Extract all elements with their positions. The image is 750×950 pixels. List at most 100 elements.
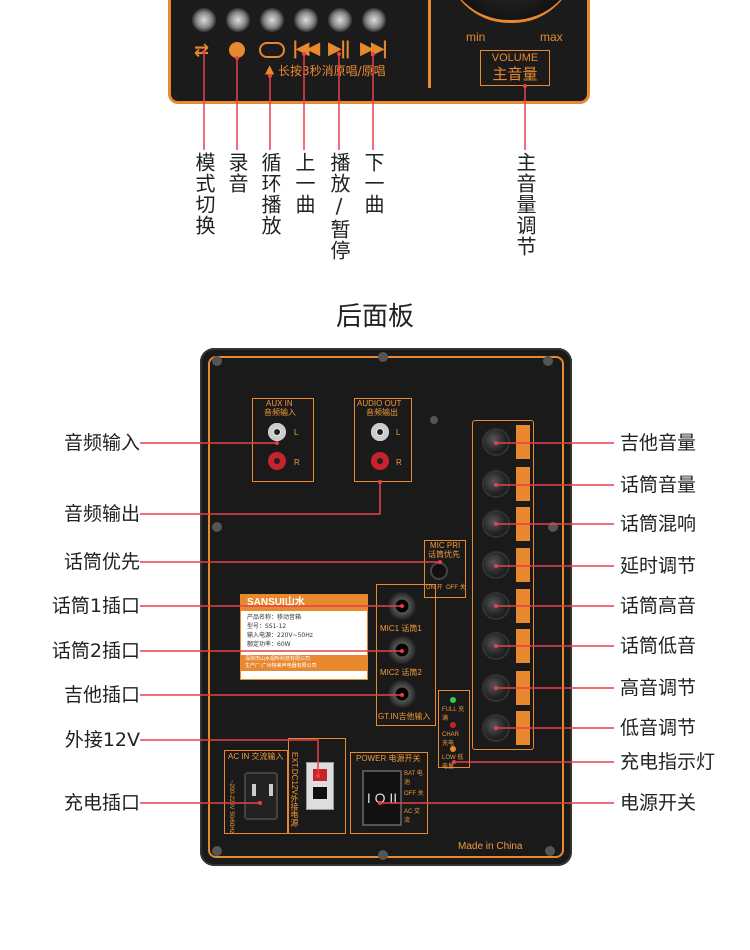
screw bbox=[378, 352, 388, 362]
brand-name: SANSUI山水 bbox=[247, 597, 305, 608]
aux-in-box bbox=[252, 398, 314, 482]
power-label: POWER 电源开关 bbox=[356, 754, 421, 763]
audio-out-r-jack[interactable] bbox=[371, 452, 389, 470]
label-charge-led: 充电指示灯 bbox=[620, 751, 716, 773]
label-delay: 延时调节 bbox=[620, 555, 697, 577]
label-guitar-vol: 吉他音量 bbox=[620, 432, 697, 454]
label-mic2: 话筒2插口 bbox=[51, 640, 140, 662]
volume-max-label: max bbox=[540, 30, 563, 44]
ext-dc-label: EXT.DC12V外接电源 bbox=[290, 752, 299, 827]
label-footer1: 深圳市山水视听科技有限公司 bbox=[245, 656, 311, 662]
gtin-label: GT.IN吉他输入 bbox=[378, 712, 431, 721]
volume-label-box: VOLUME 主音量 bbox=[480, 50, 550, 86]
label-audio-in: 音频输入 bbox=[63, 432, 140, 454]
long-press-note: 长按3秒消原唱/原唱 bbox=[278, 64, 386, 78]
audio-out-l-label: L bbox=[396, 428, 401, 437]
arrow-up-icon: ▲ bbox=[265, 62, 275, 76]
volume-label-en: VOLUME bbox=[491, 52, 539, 64]
power-switch[interactable]: I O II bbox=[362, 770, 402, 826]
screw bbox=[378, 850, 388, 860]
label-bass: 低音调节 bbox=[620, 717, 697, 739]
volume-label-cn: 主音量 bbox=[492, 65, 538, 83]
power-box bbox=[350, 752, 428, 834]
callout-mode: 模式切换 bbox=[192, 152, 216, 236]
made-in-label: Made in China bbox=[458, 841, 523, 852]
play-button[interactable] bbox=[328, 8, 352, 32]
aux-in-label-cn: 音频输入 bbox=[264, 408, 296, 417]
label-mic-treble: 话筒高音 bbox=[620, 595, 697, 617]
ac-socket[interactable] bbox=[244, 772, 278, 820]
screw bbox=[543, 356, 553, 366]
ac-voltage: ~200-220V 50/60Hz bbox=[228, 780, 234, 834]
screw bbox=[212, 522, 222, 532]
full-label: FULL 充满 bbox=[442, 707, 465, 722]
bat-label: BAT 电池 bbox=[404, 771, 423, 786]
mic-volume-tag bbox=[516, 467, 530, 501]
mode-switch-icon: ⇄ bbox=[194, 40, 210, 61]
rear-panel-title: 后面板 bbox=[335, 302, 414, 332]
aux-in-l-jack[interactable] bbox=[268, 423, 286, 441]
callout-record: 录音 bbox=[225, 152, 249, 194]
mic-pri-on: ON 开 bbox=[426, 585, 443, 591]
screw bbox=[430, 416, 438, 424]
mic-pri-off: OFF 关 bbox=[446, 585, 466, 591]
label-mic1: 话筒1插口 bbox=[51, 595, 140, 617]
audio-out-label-en: AUDIO OUT bbox=[357, 399, 402, 408]
callout-volume: 主音量调节 bbox=[513, 152, 537, 257]
mic1-label: MIC1 话筒1 bbox=[380, 624, 422, 633]
label-treble: 高音调节 bbox=[620, 677, 697, 699]
audio-out-r-label: R bbox=[396, 458, 402, 467]
screw bbox=[212, 356, 222, 366]
ext-dc-box bbox=[288, 738, 346, 834]
led-box bbox=[438, 690, 470, 768]
aux-l-label: L bbox=[294, 428, 299, 437]
ac-sw-label: AC 交流 bbox=[404, 809, 421, 824]
guitar-volume-tag bbox=[516, 425, 530, 459]
mic2-label: MIC2 话筒2 bbox=[380, 668, 422, 677]
aux-r-label: R bbox=[294, 458, 300, 467]
label-footer: 深圳市山水视听科技有限公司 生产厂:广州特美声电器有限公司 bbox=[241, 655, 367, 671]
low-led bbox=[450, 746, 456, 752]
label-ext12v: 外接12V bbox=[64, 729, 140, 751]
label-mic-vol: 话筒音量 bbox=[620, 474, 697, 496]
mic-pri-switch[interactable] bbox=[432, 564, 446, 578]
screw bbox=[548, 522, 558, 532]
next-button[interactable] bbox=[362, 8, 386, 32]
mic-pri-label-cn: 话筒优先 bbox=[428, 550, 460, 559]
low-label: LOW 低电量 bbox=[442, 755, 464, 770]
off-sw-label: OFF 关 bbox=[404, 791, 424, 797]
label-mic-echo: 话筒混响 bbox=[620, 513, 697, 535]
char-label: CHAR 充电 bbox=[442, 732, 460, 747]
audio-out-box bbox=[354, 398, 412, 482]
label-power-switch: 电源开关 bbox=[620, 792, 697, 814]
prev-icon: |◀◀ bbox=[292, 38, 320, 59]
play-pause-icon: ▶|| bbox=[328, 38, 351, 59]
record-button[interactable] bbox=[226, 8, 250, 32]
mode-button[interactable] bbox=[192, 8, 216, 32]
label-line3: 输入电源：220V~50Hz bbox=[247, 632, 313, 639]
callout-loop: 循环播放 bbox=[258, 152, 282, 236]
callout-play: 播放/暂停 bbox=[327, 152, 351, 261]
loop-button[interactable] bbox=[260, 8, 284, 32]
screw bbox=[545, 846, 555, 856]
label-mic-bass: 话筒低音 bbox=[620, 635, 697, 657]
callout-prev: 上一曲 bbox=[292, 152, 316, 215]
loop-icon bbox=[259, 42, 285, 58]
label-mic-priority: 话筒优先 bbox=[63, 551, 140, 573]
audio-out-l-jack[interactable] bbox=[371, 423, 389, 441]
mic-pri-box bbox=[424, 540, 466, 598]
next-icon: ▶▶| bbox=[360, 38, 388, 59]
prev-button[interactable] bbox=[294, 8, 318, 32]
aux-in-label-en: AUX IN bbox=[266, 399, 293, 408]
label-audio-out: 音频输出 bbox=[63, 503, 140, 525]
volume-min-label: min bbox=[466, 30, 486, 44]
audio-out-label-cn: 音频输出 bbox=[366, 408, 398, 417]
ac-in-label: AC IN 交流输入 bbox=[228, 752, 284, 761]
dc-terminal[interactable] bbox=[306, 762, 334, 810]
mic-gt-box bbox=[376, 584, 436, 726]
label-charge: 充电插口 bbox=[63, 792, 140, 814]
mic-pri-label-en: MIC PRI bbox=[430, 541, 461, 550]
aux-in-r-jack[interactable] bbox=[268, 452, 286, 470]
